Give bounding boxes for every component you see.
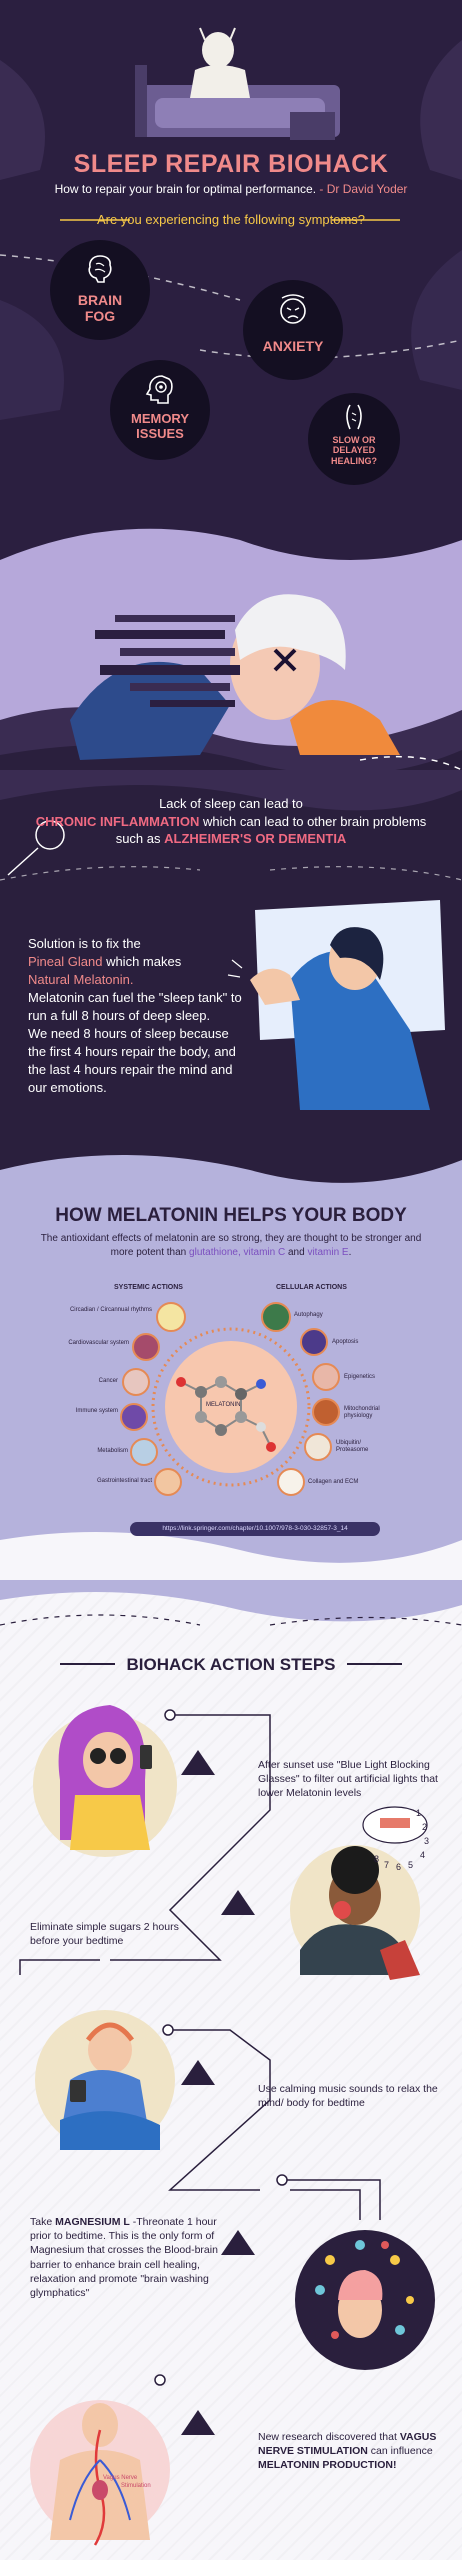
melatonin-center-label: MELATONIN	[206, 1402, 241, 1408]
page-subtitle: How to repair your brain for optimal per…	[0, 182, 462, 196]
natural-melatonin-highlight: Natural Melatonin.	[28, 971, 134, 987]
step4-post: -Threonate 1 hour prior to bedtime. This…	[30, 2216, 218, 2299]
clock-number: 6	[396, 1862, 402, 1872]
systemic-actions-header: SYSTEMIC ACTIONS	[114, 1284, 183, 1291]
wound-icon	[346, 404, 362, 430]
symptoms-question: Are you experiencing the following sympt…	[96, 212, 366, 227]
vagus-nerve-highlight: VAGUS NERVE STIMULATION	[258, 2431, 437, 2458]
desc-part3: .	[348, 1246, 352, 1258]
chronic-inflammation-highlight: CHRONIC INFLAMMATION	[35, 813, 200, 829]
magnesium-highlight: MAGNESIUM L	[55, 2216, 130, 2228]
clock-number: 3	[424, 1836, 430, 1846]
clock-number: 8	[374, 1854, 380, 1864]
systemic-label: Cancer	[98, 1378, 118, 1384]
desc-part2: and	[285, 1246, 308, 1258]
symptom-slow-healing: SLOW OR DELAYED HEALING?	[308, 393, 400, 485]
subtitle-text: How to repair your brain for optimal per…	[54, 182, 317, 196]
solution-p1: Solution is to fix the	[28, 936, 141, 951]
cellular-label: Ubiquitin/ Proteasome	[336, 1440, 369, 1454]
clock-number: 1	[416, 1808, 422, 1818]
glutathione-highlight: glutathione, vitamin C	[189, 1246, 286, 1258]
action-step-1: After sunset use "Blue Light Blocking Gl…	[258, 1759, 438, 1800]
solution-p3: which makes	[102, 953, 182, 969]
pineal-gland-highlight: Pineal Gland	[28, 953, 103, 969]
clock-numbers: 1 2 3 4 5 6 7 8	[374, 1808, 453, 1898]
melatonin-title: HOW MELATONIN HELPS YOUR BODY	[55, 1205, 407, 1226]
page-title: SLEEP REPAIR BIOHACK	[73, 150, 389, 178]
action-step-4: Take MAGNESIUM L -Threonate 1 hour prior…	[30, 2215, 230, 2300]
action-step-2: Eliminate simple sugars 2 hours before y…	[30, 1921, 179, 1948]
systemic-label: Metabolism	[97, 1448, 128, 1454]
solution-background	[0, 770, 462, 1110]
systemic-label: Cardiovascular system	[68, 1340, 129, 1346]
cellular-label: Mitochondrial physiology	[344, 1406, 380, 1420]
vagus-label-line1: Vagus Nerve	[103, 2475, 138, 2481]
action-step-5: New research discovered that VAGUS NERVE…	[258, 2430, 438, 2473]
cellular-actions-header: CELLULAR ACTIONS	[276, 1284, 347, 1291]
clock-number: 7	[384, 1860, 390, 1870]
step5-pre: New research discovered that	[258, 2431, 400, 2443]
action-steps-section	[0, 1580, 462, 2560]
symptom-label: DELAYED	[332, 445, 376, 456]
action-steps-background	[0, 1580, 462, 2546]
cellular-label: Apoptosis	[332, 1339, 359, 1345]
melatonin-production-highlight: MELATONIN PRODUCTION!	[258, 2459, 397, 2472]
lack-line2: CHRONIC INFLAMMATION which can lead to o…	[20, 813, 442, 831]
head-gear-icon	[145, 375, 173, 404]
vagus-label-line2: Stimulation	[121, 2482, 151, 2489]
step5-mid: can influence	[367, 2445, 433, 2458]
symptom-brain-fog: BRAIN FOG	[50, 240, 150, 340]
hero-background	[0, 27, 462, 420]
desc-part1: The antioxidant effects of melatonin are…	[40, 1233, 422, 1258]
lack-line3-text: such as	[115, 831, 165, 847]
lack-of-sleep-text: Lack of sleep can lead to CHRONIC INFLAM…	[20, 795, 442, 848]
cellular-label: Epigenetics	[344, 1374, 376, 1380]
symptom-label: MEMORY	[130, 411, 190, 426]
author-name: - Dr David Yoder	[319, 182, 408, 196]
melatonin-section	[0, 1140, 462, 1580]
symptom-label: FOG	[84, 308, 116, 325]
symptom-memory-issues: MEMORY ISSUES	[110, 360, 210, 460]
cellular-label: Collagen and ECM	[308, 1479, 359, 1485]
melatonin-diagram: SYSTEMIC ACTIONS CELLULAR ACTIONS	[56, 1282, 406, 1518]
clock-number: 4	[420, 1850, 426, 1860]
melatonin-diagram-graphic	[120, 1302, 340, 1496]
symptom-label: ANXIETY	[262, 338, 324, 354]
lack-line3: such as ALZHEIMER'S OR DEMENTIA	[20, 830, 442, 848]
solution-text: Solution is to fix the Pineal Gland whic…	[28, 935, 248, 1096]
symptom-label: BRAIN	[77, 292, 123, 308]
source-link[interactable]: https://link.springer.com/chapter/10.100…	[130, 1522, 380, 1536]
solution-p5: Melatonin can fuel the "sleep tank" to r…	[28, 989, 242, 1023]
step4-pre: Take	[30, 2216, 56, 2228]
clock-number: 5	[408, 1860, 414, 1870]
lack-line1: Lack of sleep can lead to	[159, 796, 303, 811]
symptom-label: SLOW OR	[332, 435, 376, 445]
melatonin-background	[0, 1140, 462, 1580]
alzheimers-highlight: ALZHEIMER'S OR DEMENTIA	[164, 831, 347, 847]
anxious-face-icon	[280, 294, 306, 324]
action-step-3: Use calming music sounds to relax the mi…	[258, 2083, 438, 2110]
vagus-nerve-label: Vagus Nerve Stimulation	[103, 2475, 151, 2491]
solution-p6: We need 8 hours of sleep because the fir…	[28, 1025, 236, 1095]
clock-number: 2	[422, 1822, 428, 1832]
systemic-label: Immune system	[75, 1408, 118, 1414]
action-steps-title: BIOHACK ACTION STEPS	[126, 1655, 336, 1674]
lack-line2-text: which can lead to other brain problems	[199, 813, 427, 829]
brain-icon	[88, 255, 112, 283]
symptom-label: HEALING?	[331, 455, 377, 466]
symptom-label: ISSUES	[136, 425, 184, 441]
systemic-label: Circadian / Circannual rhythms	[69, 1307, 152, 1313]
cellular-label: Autophagy	[294, 1312, 323, 1318]
vitamin-e-highlight: vitamin E	[307, 1246, 349, 1258]
symptom-anxiety: ANXIETY	[243, 280, 343, 380]
systemic-label: Gastrointestinal tract	[96, 1478, 152, 1484]
melatonin-description: The antioxidant effects of melatonin are…	[28, 1232, 434, 1259]
